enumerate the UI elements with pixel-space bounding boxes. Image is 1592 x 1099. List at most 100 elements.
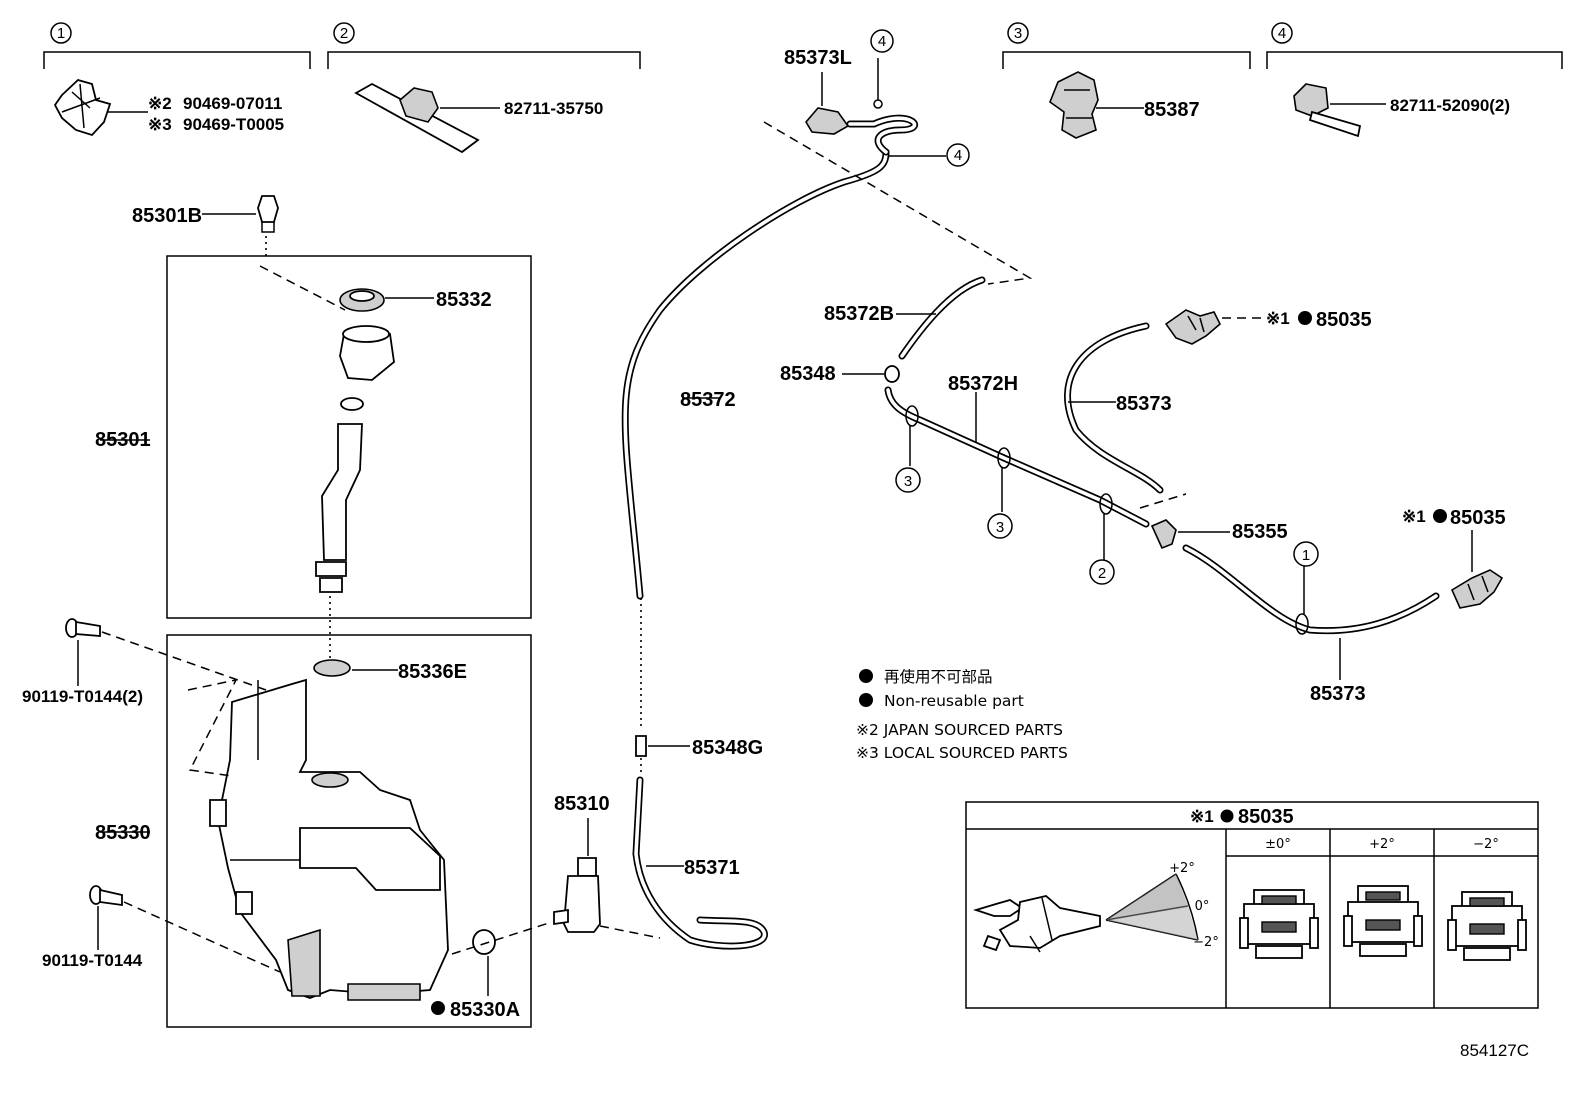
nozzle-front-minus2: [1447, 891, 1527, 961]
label-85373-lower: 85373: [1310, 683, 1366, 705]
legend-non-reusable-jp: 再使用不可部品: [884, 668, 993, 686]
grommet-85330A-part: [472, 929, 496, 955]
label-90119-T0144: 90119-T0144: [42, 951, 143, 970]
angle-plus2: +2°: [1169, 861, 1195, 876]
legend-local-sourced: ※3 LOCAL SOURCED PARTS: [856, 744, 1068, 762]
label-85330: 85330: [95, 822, 151, 844]
nozzle-85373L-part: [805, 107, 850, 135]
label-90469-local-prefix: ※3: [148, 115, 172, 134]
label-85372: 85372: [680, 389, 736, 411]
callout-4-mid: [946, 143, 970, 167]
dash-85373L-outline: [763, 121, 1033, 285]
label-85035-right: 85035: [1450, 507, 1506, 529]
hose-85373-lower: [1182, 544, 1440, 635]
label-85348: 85348: [780, 363, 836, 385]
nozzle-85035-right-part: [1450, 569, 1504, 609]
group-1-header: 1: [43, 22, 311, 69]
label-85330A: 85330A: [450, 999, 520, 1021]
group-2-header: 2: [327, 22, 641, 69]
legend-dot-jp: [859, 669, 873, 683]
label-85035-upper-prefix: ※1: [1266, 309, 1290, 328]
table-col-minus2: −2°: [1473, 837, 1499, 852]
label-85035-upper: 85035: [1316, 309, 1372, 331]
clamp-82711-52090-part: [1293, 83, 1362, 138]
nozzle-front-0deg: [1239, 889, 1319, 959]
bolt-90119-bottom-part: [89, 885, 123, 907]
washer-pump-85310-part: [553, 857, 601, 933]
label-90119-T0144-2: 90119-T0144(2): [22, 687, 143, 706]
table-col-plus2: +2°: [1369, 837, 1395, 852]
label-85035-right-prefix: ※1: [1402, 507, 1426, 526]
figure-code: 854127C: [1460, 1041, 1529, 1060]
clamp-82711-35750-part: [354, 82, 480, 154]
label-85310: 85310: [554, 793, 610, 815]
joint-85348G-part: [635, 735, 647, 757]
table-title-prefix: ※1: [1190, 807, 1214, 826]
label-85387: 85387: [1144, 99, 1200, 121]
label-82711-52090: 82711-52090(2): [1390, 96, 1510, 115]
dash-pump-grommet: [451, 921, 553, 955]
table-title-dot: [1220, 809, 1234, 823]
table-col-0deg: ±0°: [1265, 837, 1291, 852]
nozzle-85035-upper-part: [1164, 309, 1221, 345]
callout-1: [1293, 541, 1319, 567]
callout-3-mid-text: 3: [996, 519, 1004, 536]
cap-85332-part: [339, 288, 385, 312]
nozzle-angle-table: ※1 85035 ±0° +2° −2° +2° 0° −2°: [965, 801, 1539, 1009]
callout-4-mid-text: 4: [954, 147, 962, 164]
box-85330: [166, 634, 532, 1028]
callout-1-text: 1: [1302, 547, 1310, 564]
dash-bolt-top: [101, 631, 267, 691]
bolt-90119-top-part: [65, 618, 101, 638]
label-85301B: 85301B: [132, 205, 202, 227]
group-2-number: 2: [340, 25, 348, 42]
nozzle-angle-illustration: +2° 0° −2°: [973, 861, 1219, 953]
callout-2: [1089, 559, 1115, 585]
clip-85301B-part: [257, 195, 279, 233]
legend-japan-sourced: ※2 JAPAN SOURCED PARTS: [856, 721, 1063, 739]
angle-minus2: −2°: [1193, 935, 1219, 950]
label-85355: 85355: [1232, 521, 1288, 543]
legend: 再使用不可部品 Non-reusable part ※2 JAPAN SOURC…: [856, 668, 1068, 762]
grommet-85336E-part: [313, 659, 351, 677]
clip-90469-part: [53, 78, 112, 137]
callout-2-text: 2: [1098, 565, 1106, 582]
clip-85387-part: [1049, 71, 1099, 139]
label-85332: 85332: [436, 289, 492, 311]
label-85348G: 85348G: [692, 737, 763, 759]
legend-dot-en: [859, 693, 873, 707]
washer-tank-85330-part: [209, 678, 449, 1001]
label-85373L: 85373L: [784, 47, 852, 69]
label-85371: 85371: [684, 857, 740, 879]
group-4-header: 4: [1266, 22, 1563, 69]
label-85372B: 85372B: [824, 303, 894, 325]
dash-cap-85332: [259, 265, 346, 311]
non-reusable-mark-85035-upper: [1298, 311, 1312, 325]
filler-neck-85301-part: [315, 325, 395, 593]
nozzle-front-plus2: [1343, 885, 1423, 957]
dash-pump-hose: [599, 925, 661, 939]
dash-bolt-bottom: [123, 901, 281, 973]
valve-85355-part: [1150, 519, 1177, 550]
callout-3-mid: [987, 513, 1013, 539]
label-85373-upper: 85373: [1116, 393, 1172, 415]
non-reusable-mark-85330A: [431, 1001, 445, 1015]
angle-zero: 0°: [1195, 899, 1210, 914]
non-reusable-mark-85035-right: [1433, 509, 1447, 523]
callout-4-top-text: 4: [878, 33, 886, 50]
label-90469-07011: 90469-07011: [183, 94, 282, 113]
hose-85372B: [898, 276, 986, 360]
label-85372H: 85372H: [948, 373, 1018, 395]
label-90469-japan-prefix: ※2: [148, 94, 172, 113]
group-4-number: 4: [1278, 25, 1286, 42]
group-1-number: 1: [57, 25, 65, 42]
label-90469-T0005: 90469-T0005: [183, 115, 284, 134]
box-85301: [166, 255, 532, 619]
group-3-header: 3: [1002, 22, 1251, 69]
callout-4-top: [870, 29, 894, 53]
callout-3-left: [895, 467, 921, 493]
callout-3-left-text: 3: [904, 473, 912, 490]
label-85301: 85301: [95, 429, 151, 451]
dash-tank-bracket: [187, 678, 238, 777]
